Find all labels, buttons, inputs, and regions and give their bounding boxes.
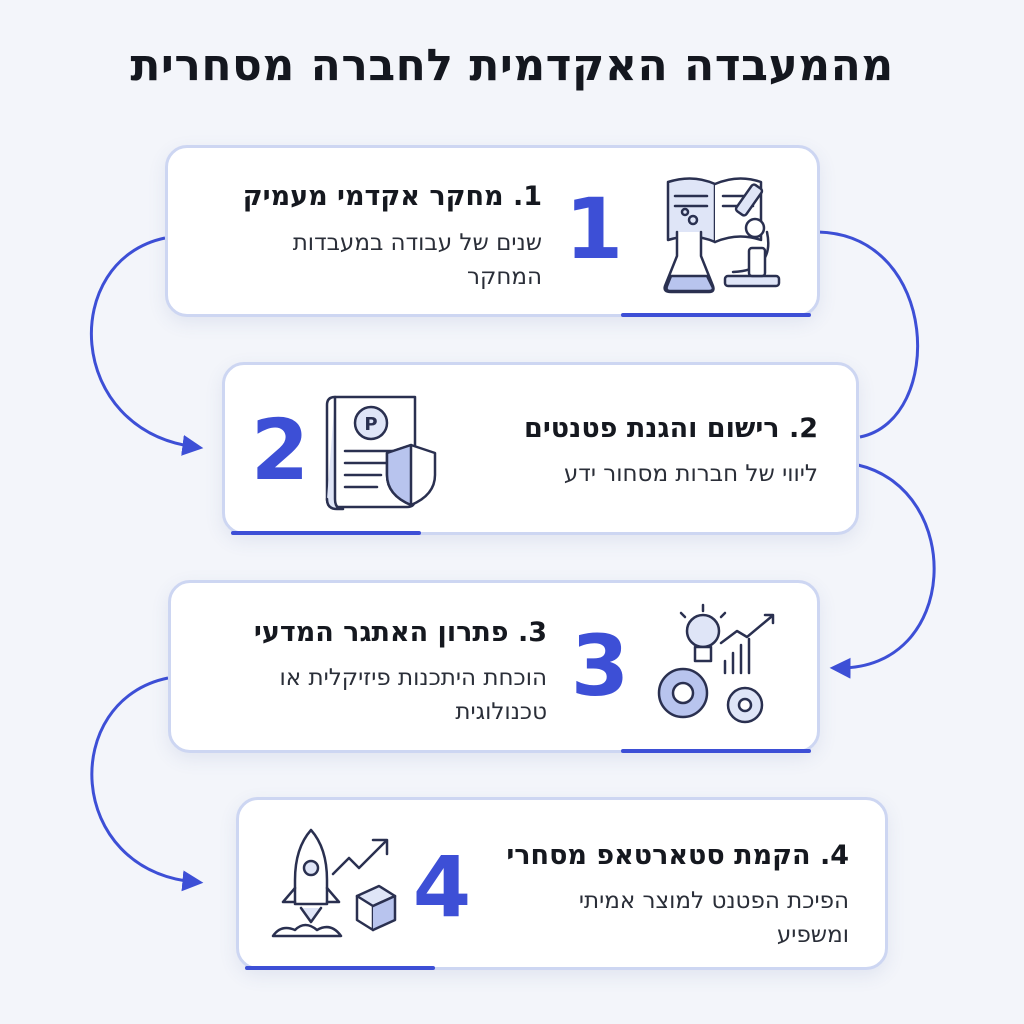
step-4-number: 4 [412,838,472,936]
lightbulb-gears-chart-icon [653,603,777,731]
step-2-heading: 2. רישום והגנת פטנטים [524,413,818,444]
step-1-number: 1 [564,180,624,278]
step-card-4: 4. הקמת סטארטאפ מסחרי הפיכת הפטנט למוצר … [236,797,888,970]
step-card-3: 3. פתרון האתגר המדעי הוכחת היתכנות פיזיק… [168,580,820,753]
step-1-heading: 1. מחקר אקדמי מעמיק [242,181,542,212]
step-3-description: הוכחת היתכנות פיזיקלית או טכנולוגית [279,665,547,725]
step-3-number: 3 [570,617,630,715]
step-2-description: ליווי של חברות מסחור ידע [563,461,818,487]
page-title: מהמעבדה האקדמית לחברה מסחרית [130,40,894,91]
step-3-heading: 3. פתרון האתגר המדעי [253,617,547,648]
book-flask-microscope-icon [663,172,783,296]
step-card-2: 2. רישום והגנת פטנטים ליווי של חברות מסח… [222,362,859,535]
step-4-description: הפיכת הפטנט למוצר אמיתי ומשפיע [578,888,849,948]
step-4-heading: 4. הקמת סטארטאפ מסחרי [506,840,849,871]
svg-text:P: P [364,414,377,435]
rocket-box-growth-icon [267,826,397,950]
step-card-1: 1. מחקר אקדמי מעמיק שנים של עבודה במעבדו… [165,145,820,317]
step-1-description: שנים של עבודה במעבדות המחקר [292,230,542,290]
patent-document-shield-icon: P [323,391,443,515]
step-2-number: 2 [250,401,310,499]
